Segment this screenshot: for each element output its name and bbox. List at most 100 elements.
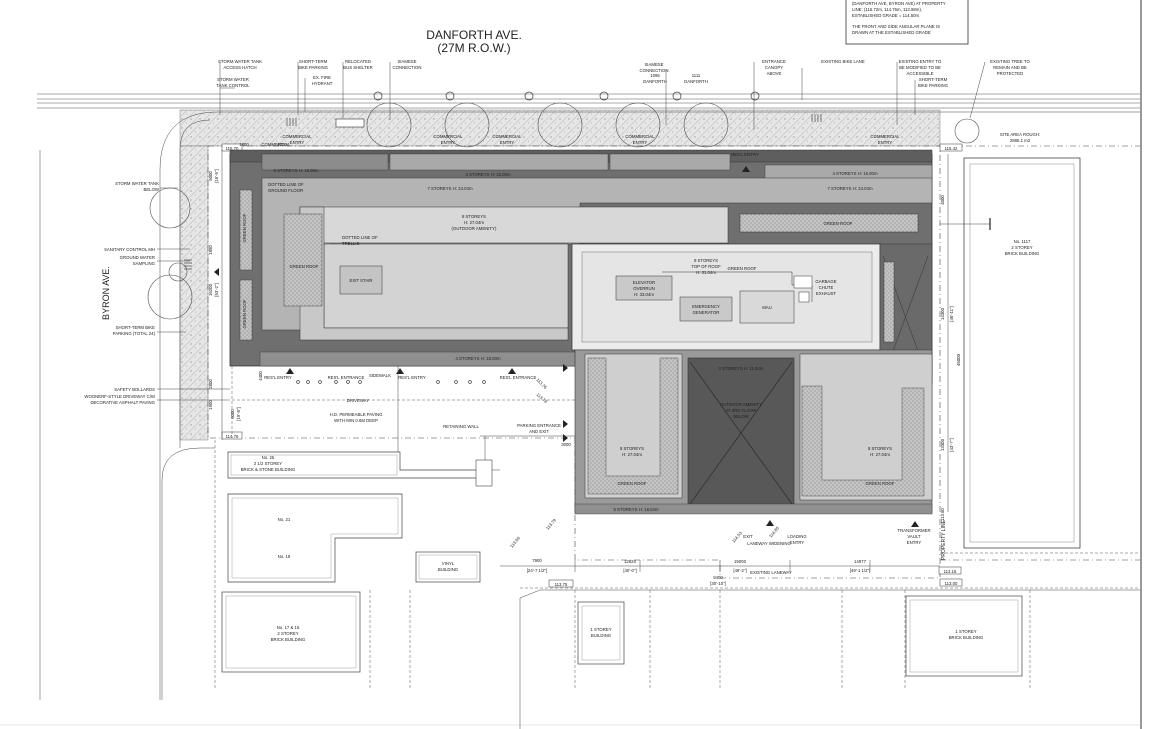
dims-d-2800: 2800 bbox=[208, 379, 213, 389]
proposed-building bbox=[229, 149, 933, 515]
labels-parking-2: AND EXIT bbox=[529, 429, 549, 434]
dims-d-16200: 16200 bbox=[208, 283, 213, 296]
labels-entry: ENTRY bbox=[500, 140, 515, 145]
callouts-top-bike-short-r-1: SHORT-TERM bbox=[919, 77, 948, 82]
callouts-top-tree-2: REMAIN AND BE bbox=[993, 65, 1027, 70]
labels-storeys8-1: 8 STOREYS bbox=[462, 214, 486, 219]
neighbours-vinyl-1: VINYL bbox=[442, 561, 455, 566]
dims-d-7900i: [24'-7 1/2"] bbox=[527, 568, 548, 573]
neighbours-storey1-mid-1: 1 STOREY bbox=[590, 627, 611, 632]
labels-commercial: COMMERCIAL bbox=[282, 134, 312, 139]
labels-storeys8-3: (OUTDOOR AMENITY) bbox=[452, 226, 497, 231]
labels-garbage-3: EXHAUST bbox=[816, 291, 837, 296]
labels-garbage-1: GARBAGE bbox=[815, 279, 836, 284]
grades-g9: 113.76 bbox=[535, 377, 548, 390]
labels-trellis-2: TRELLIS bbox=[342, 241, 360, 246]
dims-d-13300i: [43'-7"] bbox=[949, 438, 954, 451]
neighbours-no17-3: BRICK BUILDING bbox=[271, 637, 306, 642]
neighbours-no1117-3: BRICK BUILDING bbox=[1005, 251, 1040, 256]
dims-d-12920i: [40'-0"] bbox=[623, 568, 636, 573]
labels-storeys2: 2 STOREYS H: 11.04m bbox=[719, 366, 764, 371]
callouts-top-canopy-1: ENTRANCE bbox=[762, 59, 786, 64]
callouts-top-existing-entry-1: EXISTING ENTRY TO bbox=[899, 59, 942, 64]
callouts-left-storm-tank-1: STORM WATER TANK bbox=[115, 181, 159, 186]
callouts-top-canopy-3: ABOVE bbox=[767, 71, 782, 76]
callouts-top-existing-entry-3: ACCESSIBLE bbox=[907, 71, 934, 76]
dims-d-3000: 3000 bbox=[561, 442, 571, 447]
labels-exit: EXIT bbox=[743, 534, 753, 539]
callouts-left-ground-water-1: GROUND WATER bbox=[120, 255, 155, 260]
grades-g2: 115.42 bbox=[945, 146, 958, 151]
callouts-top-bike-lane: EXISTING BIKE LANE bbox=[821, 59, 865, 64]
danforth-sidewalk-paving bbox=[179, 109, 941, 147]
labels-elevator-3: H: 33.04m bbox=[634, 292, 654, 297]
dims-d-6000: 6000 bbox=[230, 409, 235, 419]
driveway-labels: RES'L ENTRY RES'L ENTRANCE SIDEWALK RES'… bbox=[264, 373, 947, 575]
callouts-top-bus-shelter-2: BUS SHELTER bbox=[343, 65, 373, 70]
labels-elevator-1: ELEVATOR bbox=[633, 280, 655, 285]
labels-storeys5-bottom: 5 STOREYS H: 18.04m bbox=[613, 507, 658, 512]
neighbours-no21: No. 21 bbox=[278, 517, 291, 522]
labels-res-entry: RES'L ENTRY bbox=[264, 375, 292, 380]
neighbours-no17-1: No. 17 & 15 bbox=[277, 625, 300, 630]
bus-shelter bbox=[335, 118, 365, 128]
labels-storeys8-l2: H: 27.04m bbox=[622, 452, 642, 457]
callouts-top-fire-hydrant-1: EX. FIRE bbox=[313, 75, 331, 80]
callouts-top-canopy-2: CANOPY bbox=[765, 65, 783, 70]
callouts-top-storm-control-2: TANK CONTROL bbox=[216, 83, 250, 88]
callouts-top-tree-3: PROTECTED bbox=[997, 71, 1024, 76]
neighbours-no19: No. 19 bbox=[278, 554, 291, 559]
dims-d-14977: 14977 bbox=[854, 559, 867, 564]
grade-labels: 115.70 115.42 114.76 113.75 113.15 113.0… bbox=[221, 143, 963, 588]
labels-storeys8-r1: 8 STOREYS bbox=[868, 446, 892, 451]
grade-note-box: (DANFORTH AVE, BYRON AVE) AT PROPERTY LI… bbox=[845, 0, 969, 45]
labels-paving-2: WITH MIN 0.6M DEEP bbox=[334, 418, 378, 423]
dims-d-7900: 7900 bbox=[532, 558, 542, 563]
note-line-2: LINE: (115.72m, 114.76m, 113.98m), bbox=[852, 7, 922, 12]
callouts-left-ground-water-2: SAMPLING bbox=[133, 261, 156, 266]
neighbours-no25-2: 2 1/2 STOREY bbox=[254, 461, 282, 466]
danforth-row-width: (27M R.O.W.) bbox=[437, 41, 510, 55]
grades-g6: 113.00 bbox=[945, 581, 958, 586]
callouts-top-siamese-right-1: SIAMESE bbox=[644, 62, 663, 67]
neighbours-no1117-1: No. 1117 bbox=[1014, 239, 1031, 244]
labels-storeys7-a: 7 STOREYS H: 24.04m bbox=[427, 186, 472, 191]
right-dimensions: 4000 14300 [46'-11"] 13300 [43'-7"] 4500… bbox=[940, 154, 961, 512]
bottom-dimensions: 7900 [24'-7 1/2"] 12920 [40'-0"] 15000 [… bbox=[500, 558, 940, 586]
labels-outdoor-1: OUTDOOR AMENITY bbox=[720, 402, 762, 407]
grades-g13: 113.78 bbox=[535, 392, 549, 404]
labels-laneway-widening: LANEWAY WIDENING bbox=[747, 541, 791, 546]
labels-storeys8-l1: 8 STOREYS bbox=[620, 446, 644, 451]
callouts-left-sanitary: SANITARY CONTROL MH bbox=[104, 247, 155, 252]
callouts-left-woonerf-1: WOONERF-STYLE DRIVEWAY C/W bbox=[84, 394, 156, 399]
labels-res-entry: RES'L ENTRY bbox=[398, 375, 426, 380]
byron-sidewalk-paving bbox=[179, 145, 209, 441]
dims-d-14300i: [46'-11"] bbox=[949, 306, 954, 321]
labels-existing-laneway: EXISTING LANEWAY bbox=[750, 570, 792, 575]
labels-commercial: COMMERCIAL bbox=[433, 134, 463, 139]
labels-storeys9-2: TOP OF ROOF bbox=[691, 264, 721, 269]
dims-d-13300: 13300 bbox=[940, 438, 945, 451]
dims-d-14977i: [49'-1 1/2"] bbox=[850, 568, 871, 573]
dims-d-5000i: [16'-5"] bbox=[214, 169, 219, 182]
labels-green-roof: GREEN ROOF bbox=[242, 213, 247, 242]
note-line-1: (DANFORTH AVE, BYRON AVE) AT PROPERTY bbox=[852, 1, 946, 6]
callouts-top-danforth-1111-1: 1111 bbox=[692, 73, 701, 78]
dims-d-16200i: [53'-2"] bbox=[214, 283, 219, 296]
dims-d-9400: 9400 bbox=[713, 575, 723, 580]
dims-d-15000i: [49'-2"] bbox=[733, 568, 746, 573]
neighbours-storey1-mid-2: BUILDING bbox=[591, 633, 612, 638]
labels-storeys4-r: 4 STOREYS H: 15.00m bbox=[832, 171, 877, 176]
grades-g11: 114.80 bbox=[768, 525, 780, 539]
labels-entry: ENTRY bbox=[290, 140, 305, 145]
grades-g5: 113.15 bbox=[944, 569, 957, 574]
callouts-left-bike-24-1: SHORT-TERM BIKE bbox=[116, 325, 155, 330]
labels-green-roof: GREEN ROOF bbox=[824, 221, 853, 226]
labels-commercial: COMMERCIAL bbox=[870, 134, 900, 139]
labels-res-entry: RES'L ENTRY bbox=[731, 152, 759, 157]
labels-sidewalk: SIDEWALK bbox=[369, 373, 391, 378]
labels-storeys4-mid: 4 STOREYS H: 15.00m bbox=[455, 356, 500, 361]
grades-g12: 113.60 bbox=[940, 508, 945, 521]
grades-g10: 114.53 bbox=[731, 530, 743, 544]
